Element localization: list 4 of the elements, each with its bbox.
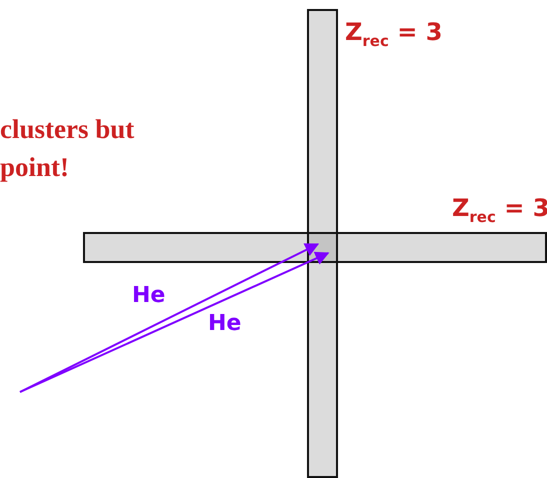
- horizontal-strip: [83, 232, 547, 263]
- strip-label: Z$_{rec}$ = 3: [345, 20, 442, 49]
- note-text: clusters but point!: [0, 113, 136, 184]
- vertical-strip: [307, 9, 338, 478]
